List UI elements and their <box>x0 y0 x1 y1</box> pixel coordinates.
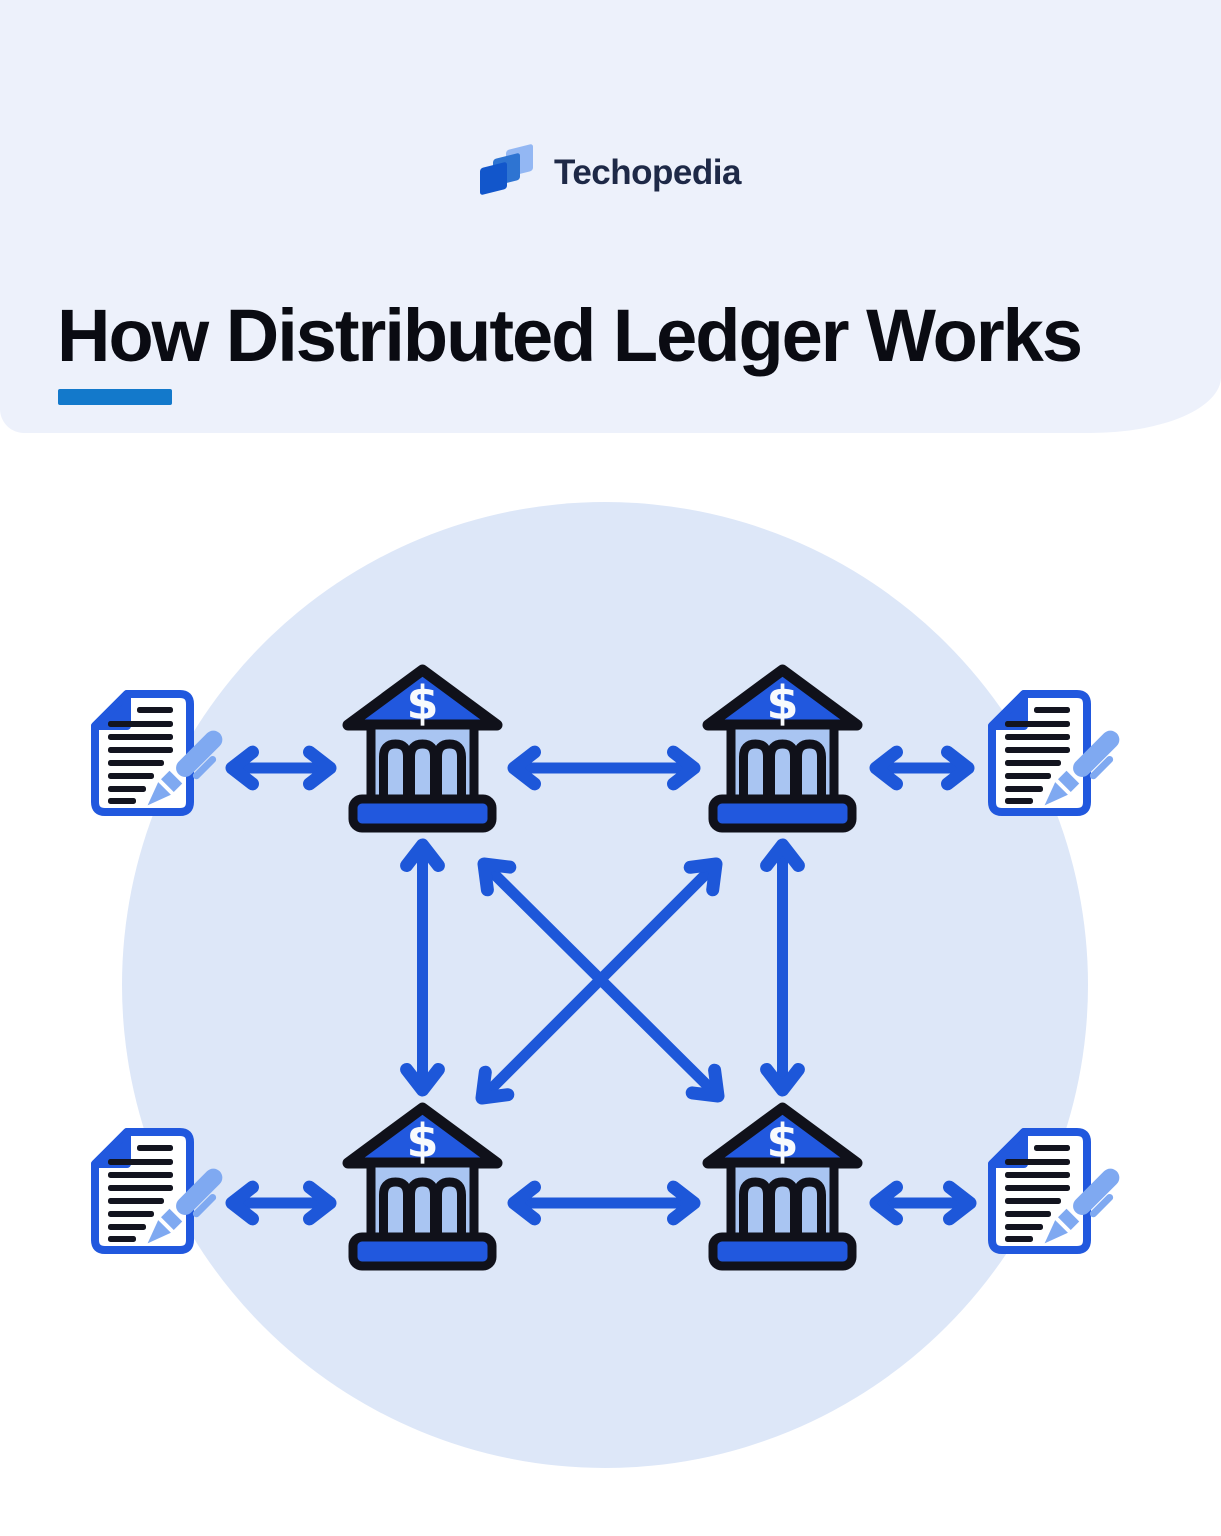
ledger-top-right <box>992 694 1129 817</box>
arrows-layer <box>225 745 977 1226</box>
arrow-bank-top-left-to-bank-top-right <box>507 745 701 791</box>
arrow-bank-top-right-to-bank-bottom-right <box>760 838 805 1097</box>
arrow-bank-bottom-right-to-ledger-bottom-right <box>869 1180 977 1226</box>
arrow-bank-top-right-to-bank-bottom-left <box>475 857 723 1105</box>
arrow-bank-bottom-left-to-bank-bottom-right <box>507 1180 701 1226</box>
title-underline <box>58 389 172 405</box>
arrow-ledger-bottom-left-to-bank-bottom-left <box>225 1180 337 1226</box>
header: Techopedia How Distributed Ledger Works <box>0 0 1221 433</box>
arrow-ledger-top-left-to-bank-top-left <box>225 745 337 791</box>
logo-tile-front <box>480 161 508 196</box>
page-title: How Distributed Ledger Works <box>57 294 1083 377</box>
techopedia-logo: Techopedia <box>0 141 1221 205</box>
arrow-bank-top-left-to-bank-bottom-left <box>400 838 445 1097</box>
brand-name: Techopedia <box>554 153 741 192</box>
ledger-bottom-right <box>992 1132 1129 1255</box>
techopedia-tiles-icon <box>480 143 534 201</box>
arrow-bank-top-right-to-ledger-top-right <box>869 745 975 791</box>
